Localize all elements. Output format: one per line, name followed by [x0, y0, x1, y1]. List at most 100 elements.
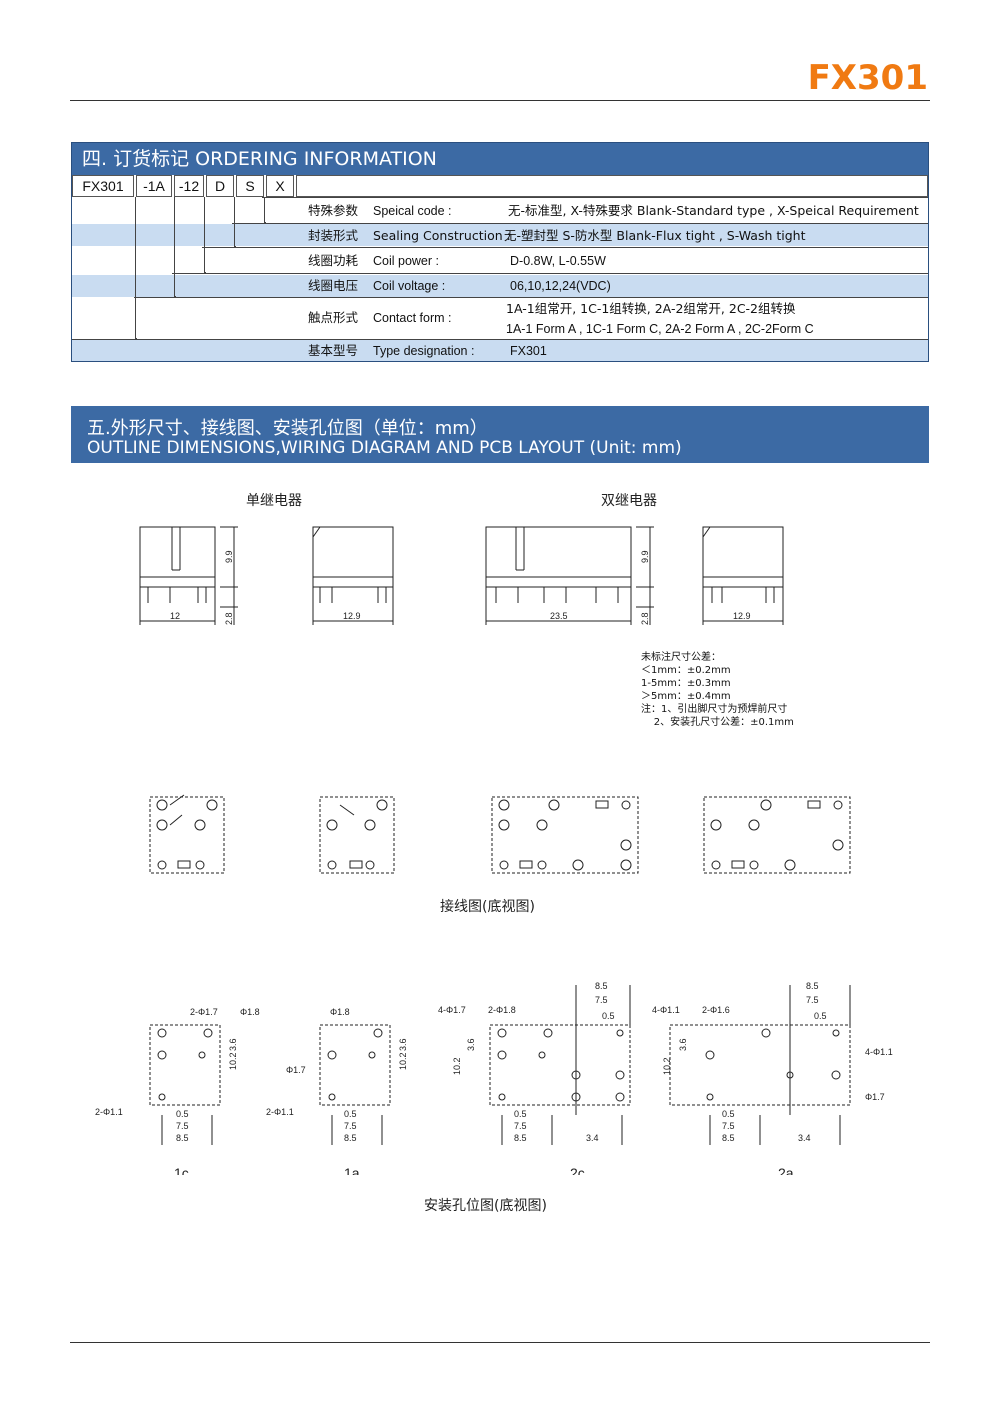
row-contact-en: Contact form : [373, 311, 452, 325]
row-voltage-cn: 线圈电压 [308, 278, 359, 293]
bottom-rule [70, 1342, 930, 1343]
pcb-dim-label: 3.6 [678, 1038, 688, 1051]
pcb-dim-label: 4-Φ1.1 [865, 1047, 893, 1057]
row-voltage-en: Coil voltage : [373, 279, 446, 293]
pcb-label-1a: 1a [344, 1165, 360, 1175]
tolerance-line: 注：1、引出脚尺寸为预焊前尺寸 [641, 704, 788, 715]
pcb-dim-label: 3.4 [798, 1133, 811, 1143]
dim-single-depth: 12.9 [343, 611, 361, 621]
pcb-label-2c: 2c [570, 1165, 585, 1175]
ordering-information-table: 四. 订货标记 ORDERING INFORMATION FX301 -1A -… [71, 142, 929, 362]
row-contact-value-en: 1A-1 Form A , 1C-1 Form C, 2A-2 Form A ,… [506, 322, 814, 336]
pcb-dim-label: 0.5 [514, 1109, 527, 1119]
ordering-title: 四. 订货标记 ORDERING INFORMATION [72, 143, 928, 175]
pcb-dim-label: 0.5 [344, 1109, 357, 1119]
pcb-dim-label: 3.6 [228, 1038, 238, 1051]
pcb-caption: 安装孔位图(底视图) [424, 1198, 547, 1214]
pcb-dim-label: Φ1.8 [240, 1007, 260, 1017]
row-sealing-value: 无-塑封型 S-防水型 Blank-Flux tight , S-Wash ti… [504, 228, 806, 243]
row-special-value: 无-标准型, X-特殊要求 Blank-Standard type , X-Sp… [508, 203, 919, 218]
dim-double-height: 9.9 [640, 550, 650, 563]
code-base: FX301 [72, 175, 134, 197]
row-power-en: Coil power : [373, 254, 439, 268]
row-voltage-value: 06,10,12,24(VDC) [510, 279, 611, 293]
pcb-dim-label: 3.4 [586, 1133, 599, 1143]
pcb-dim-label: 2-Φ1.8 [488, 1005, 516, 1015]
row-contact-value-cn: 1A-1组常开, 1C-1组转换, 2A-2组常开, 2C-2组转换 [506, 301, 796, 316]
pcb-dim-label: Φ1.7 [286, 1065, 306, 1075]
pcb-dim-label: 7.5 [722, 1121, 735, 1131]
row-special-cn: 特殊参数 [308, 203, 359, 218]
row-contact-cn: 触点形式 [308, 310, 359, 325]
pcb-dim-label: 0.5 [722, 1109, 735, 1119]
pcb-dim-label: 8.5 [722, 1133, 735, 1143]
dim-double-depth: 12.9 [733, 611, 751, 621]
code-power: D [206, 175, 234, 197]
pcb-dim-label: Φ1.8 [330, 1007, 350, 1017]
dim-double-width: 23.5 [550, 611, 568, 621]
dim-single-width: 12 [170, 611, 180, 621]
code-sealing: S [236, 175, 264, 197]
pcb-dim-label: 2-Φ1.1 [95, 1107, 123, 1117]
wiring-diagrams [149, 794, 851, 874]
pcb-dim-label: 10.2 [662, 1057, 672, 1075]
band-6 [72, 339, 928, 361]
pcb-label-2a: 2a [778, 1165, 794, 1175]
pcb-dim-label: 3.6 [466, 1038, 476, 1051]
tolerance-line: ＞5mm：±0.4mm [641, 691, 731, 702]
document-model-title: FX301 [807, 58, 928, 98]
code-voltage: -12 [174, 175, 204, 197]
pcb-dim-label: Φ1.7 [865, 1092, 885, 1102]
pcb-label-1c: 1c [174, 1165, 189, 1175]
pcb-dim-label: 8.5 [344, 1133, 357, 1143]
top-rule [70, 100, 930, 101]
code-special: X [266, 175, 294, 197]
pcb-dim-label: 7.5 [344, 1121, 357, 1131]
outline-section-header: 五.外形尺寸、接线图、安装孔位图（单位：mm） OUTLINE DIMENSIO… [71, 406, 929, 463]
pcb-dim-label: 8.5 [176, 1133, 189, 1143]
dim-single-height: 9.9 [224, 550, 234, 563]
row-type-value: FX301 [510, 344, 547, 358]
band-2 [72, 224, 928, 246]
pcb-layout-drawings: 2-Φ1.7 Φ1.8 2-Φ1.1 Φ1.8 Φ1.7 2-Φ1.1 4-Φ1… [95, 981, 893, 1175]
pcb-dim-label: 10.2 [398, 1052, 408, 1070]
wiring-caption: 接线图(底视图) [440, 899, 535, 915]
pcb-dim-label: 8.5 [514, 1133, 527, 1143]
pcb-dim-label: 2-Φ1.7 [190, 1007, 218, 1017]
pcb-dim-label: 7.5 [176, 1121, 189, 1131]
row-type-en: Type designation : [373, 344, 475, 358]
pcb-dim-label: 2-Φ1.1 [266, 1107, 294, 1117]
pcb-dim-label: 0.5 [176, 1109, 189, 1119]
code-contact: -1A [136, 175, 172, 197]
row-power-value: D-0.8W, L-0.55W [510, 254, 606, 268]
pcb-dim-label: 0.5 [602, 1011, 615, 1021]
pcb-dim-label: 8.5 [595, 981, 608, 991]
tolerance-line: 未标注尺寸公差： [641, 652, 721, 663]
row-power-cn: 线圈功耗 [308, 253, 359, 268]
pcb-dim-label: 4-Φ1.1 [652, 1005, 680, 1015]
row-sealing-en: Sealing Construction : [373, 228, 511, 243]
row-type-cn: 基本型号 [308, 343, 359, 358]
pcb-dim-label: 7.5 [806, 995, 819, 1005]
dim-single-pin: 2.8 [224, 612, 234, 625]
single-relay-label: 单继电器 [246, 493, 302, 509]
pcb-dim-label: 4-Φ1.7 [438, 1005, 466, 1015]
row-sealing-cn: 封装形式 [308, 228, 359, 243]
band-4 [72, 275, 928, 297]
pcb-dim-label: 2-Φ1.6 [702, 1005, 730, 1015]
pcb-dim-label: 3.6 [398, 1038, 408, 1051]
tolerance-line: ＜1mm：±0.2mm [641, 665, 731, 676]
pcb-dim-label: 0.5 [814, 1011, 827, 1021]
pcb-dim-label: 8.5 [806, 981, 819, 991]
code-rest [296, 175, 928, 197]
double-relay-label: 双继电器 [601, 493, 657, 509]
tolerance-notes: 未标注尺寸公差： ＜1mm：±0.2mm 1-5mm：±0.3mm ＞5mm：±… [641, 651, 794, 729]
pcb-dim-label: 7.5 [514, 1121, 527, 1131]
outline-title-cn: 五.外形尺寸、接线图、安装孔位图（单位：mm） [87, 418, 488, 439]
tolerance-line: 1-5mm：±0.3mm [641, 678, 731, 689]
row-special-en: Speical code : [373, 204, 452, 218]
tolerance-line: 2、安装孔尺寸公差：±0.1mm [641, 717, 794, 728]
outline-drawings: 12 12.9 23.5 12.9 9.9 2.8 9.9 2.8 [139, 526, 784, 625]
dim-double-pin: 2.8 [640, 612, 650, 625]
outline-title-en: OUTLINE DIMENSIONS,WIRING DIAGRAM AND PC… [87, 438, 682, 458]
